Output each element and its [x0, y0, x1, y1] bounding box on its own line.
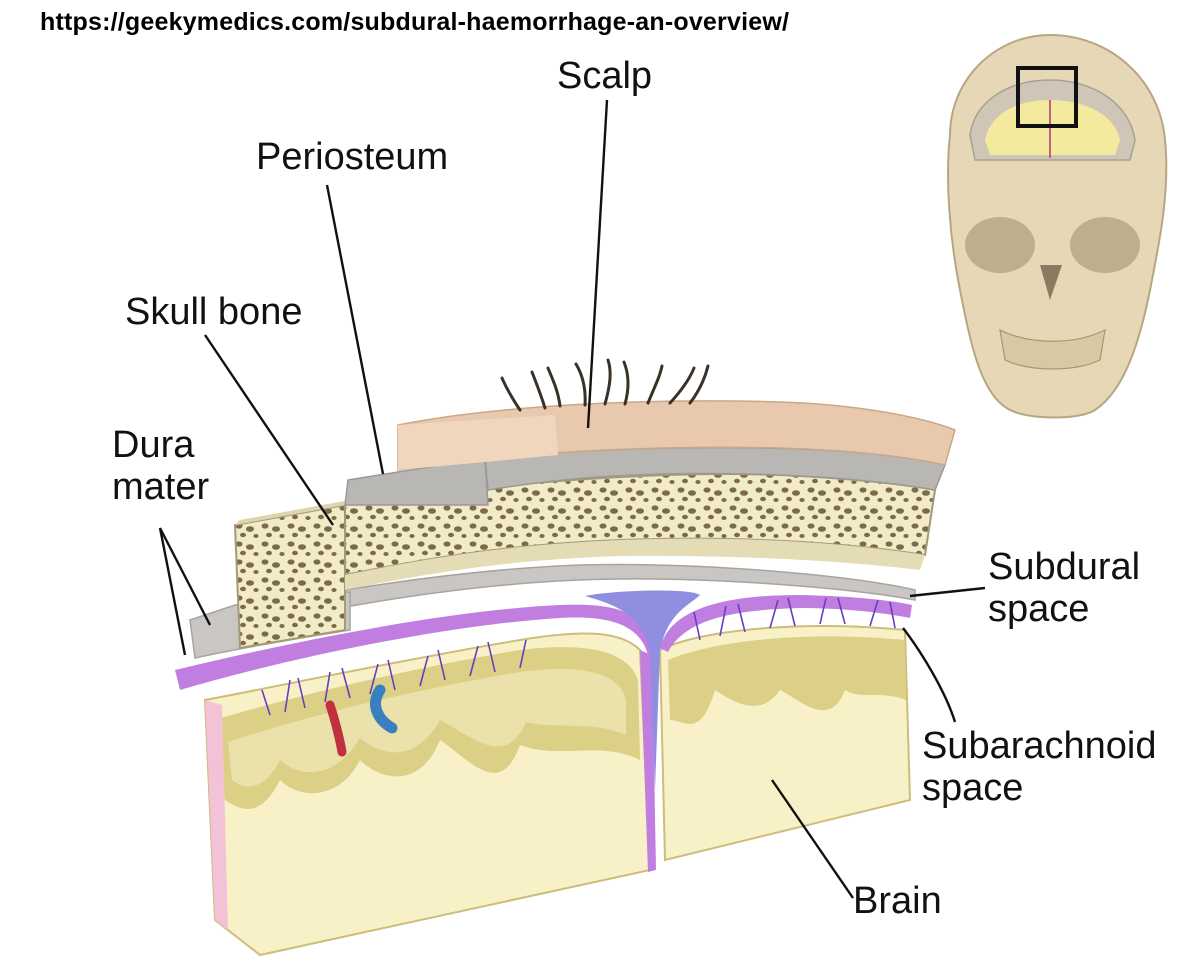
leader-scalp	[586, 99, 609, 429]
brain-block	[203, 625, 912, 957]
label-periosteum: Periosteum	[256, 136, 449, 178]
skull-bone-layer	[233, 473, 937, 650]
leader-brain	[771, 779, 854, 899]
hair-strands	[500, 358, 710, 412]
vein-icon	[370, 684, 398, 734]
blood-vessels	[325, 684, 398, 757]
leader-periosteum	[325, 184, 385, 475]
periosteum-layer	[344, 446, 946, 506]
source-url: https://geekymedics.com/subdural-haemorr…	[40, 8, 790, 36]
leader-skull-bone	[204, 334, 334, 526]
arachnoid-layer	[175, 590, 912, 790]
label-subdural-space: Subdural space	[988, 546, 1141, 630]
scalp-layer	[397, 358, 956, 471]
label-scalp: Scalp	[557, 55, 653, 97]
artery-icon	[325, 700, 347, 757]
label-brain: Brain	[853, 880, 942, 922]
label-subarachnoid-space: Subarachnoid space	[922, 725, 1157, 809]
label-skull-bone: Skull bone	[125, 291, 303, 333]
inset-focus-box	[1016, 66, 1078, 128]
capillaries	[261, 597, 896, 716]
leader-lines	[158, 99, 986, 899]
leader-subdural	[909, 586, 986, 598]
leader-dura-1	[158, 527, 212, 626]
label-dura-mater: Dura mater	[112, 424, 210, 508]
leader-subarachnoid	[902, 627, 957, 723]
skull-icon	[947, 33, 1168, 419]
leader-dura-2	[158, 527, 187, 656]
